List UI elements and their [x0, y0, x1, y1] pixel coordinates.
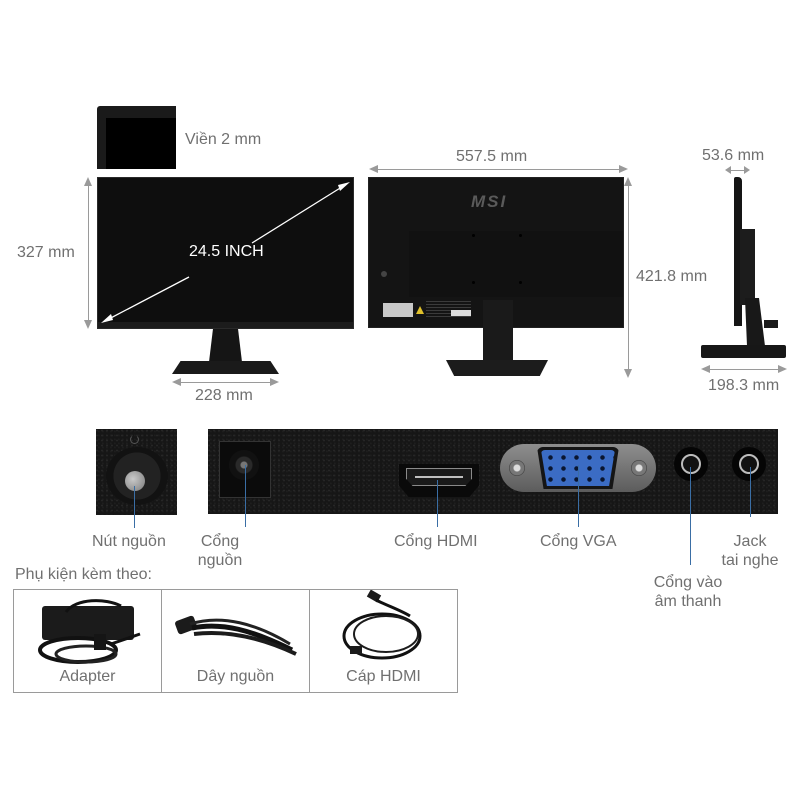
power-cable-icon: [175, 615, 297, 656]
back-stand-neck: [483, 300, 513, 362]
power-port-label: Cổng nguồn: [197, 533, 243, 570]
accessory-hdmi-cable: Cáp HDMI: [309, 589, 458, 693]
side-back-bulge: [740, 229, 755, 305]
power-button-closeup: [96, 429, 177, 515]
vesa-hole: [472, 234, 475, 237]
back-height-arrow: [628, 185, 629, 369]
stand-width-label: 228 mm: [195, 387, 253, 404]
front-monitor: [97, 177, 354, 329]
vesa-hole: [519, 234, 522, 237]
accessory-power-cable: Dây nguồn: [161, 589, 310, 693]
port-panel: [208, 429, 778, 514]
back-width-label: 557.5 mm: [456, 148, 528, 165]
hdmi-cable-icon: [342, 590, 422, 660]
back-width-arrow: [377, 169, 619, 170]
stand-width-arrow: [180, 382, 270, 383]
bezel-screen: [106, 118, 176, 169]
warning-sticker: [416, 306, 424, 314]
vesa-hole: [519, 281, 522, 284]
side-base-arrow: [709, 369, 778, 370]
accessory-adapter: Adapter: [13, 589, 162, 693]
back-power-button: [381, 271, 387, 277]
front-height-arrow: [88, 184, 89, 322]
accessory-label: Dây nguồn: [196, 668, 275, 685]
bezel-label: Viền 2 mm: [185, 131, 262, 148]
diagonal-arrow: [101, 182, 350, 323]
front-stand-base: [172, 361, 279, 374]
audio-in-label: Cổng vào âm thanh: [653, 574, 723, 611]
adapter-icon: [38, 599, 141, 664]
side-base: [701, 345, 786, 358]
headphone-jack-label: Jack tai nghe: [721, 533, 779, 570]
hdmi-port: [399, 464, 479, 497]
side-base-label: 198.3 mm: [708, 377, 780, 394]
rating-sticker: [383, 303, 413, 317]
vesa-hole: [472, 281, 475, 284]
msi-logo: MSI: [471, 192, 508, 211]
audio-in-jack: [674, 447, 708, 481]
vga-port-label: Cổng VGA: [540, 533, 617, 550]
taskbar: [98, 322, 353, 328]
front-stand-neck: [209, 329, 242, 362]
side-stand: [745, 298, 765, 346]
power-symbol-icon: [130, 435, 139, 444]
accessory-label: Cáp HDMI: [346, 668, 421, 685]
side-depth-label: 53.6 mm: [702, 147, 765, 164]
power-button-label: Nút nguồn: [92, 533, 166, 550]
back-stand-base: [446, 360, 548, 376]
back-panel: [409, 231, 623, 297]
back-height-label: 421.8 mm: [636, 268, 708, 285]
barcode: [451, 310, 471, 316]
accessories-title: Phụ kiện kèm theo:: [15, 566, 152, 583]
side-panel: [734, 177, 742, 326]
hdmi-port-label: Cổng HDMI: [394, 533, 478, 550]
side-depth-arrow: [730, 170, 744, 171]
front-height-label: 327 mm: [17, 244, 75, 261]
headphone-jack: [732, 447, 766, 481]
accessory-label: Adapter: [59, 668, 116, 685]
diagonal-label: 24.5 INCH: [189, 243, 264, 260]
power-button-knob[interactable]: [125, 471, 145, 491]
bezel-closeup: [97, 106, 176, 169]
side-stand-tab: [764, 320, 778, 328]
